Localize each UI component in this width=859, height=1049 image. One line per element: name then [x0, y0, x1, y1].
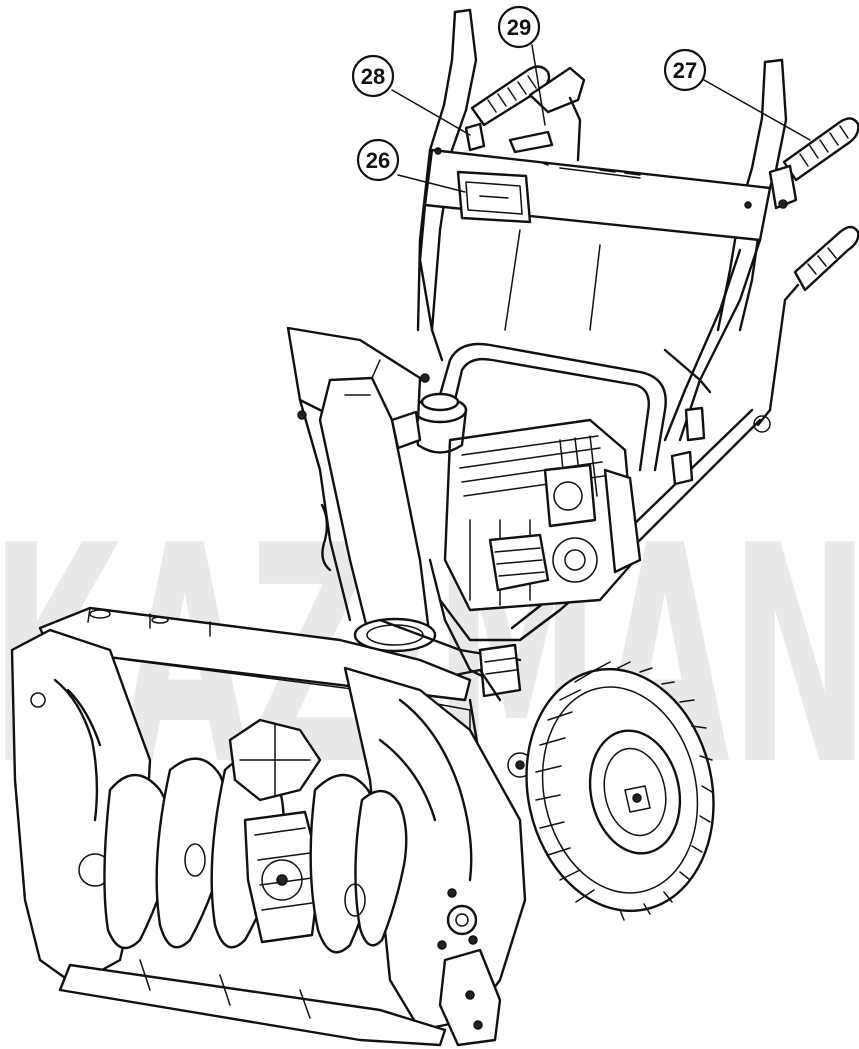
callout-27: 27 [663, 48, 707, 92]
engine [412, 392, 642, 612]
callout-26-label: 26 [366, 148, 390, 173]
callout-group: 26 27 28 29 [351, 5, 811, 193]
auger-housing [10, 606, 527, 1047]
augers [103, 718, 408, 954]
leader-line-27 [703, 79, 811, 141]
leader-line-28 [391, 89, 471, 136]
callout-28-label: 28 [361, 64, 385, 89]
callout-29: 29 [497, 5, 541, 49]
leader-line-26 [397, 174, 466, 193]
callout-26: 26 [356, 138, 400, 182]
callout-28: 28 [351, 54, 395, 98]
callout-29-label: 29 [507, 15, 531, 40]
callout-27-label: 27 [673, 58, 697, 83]
wheel [525, 661, 715, 921]
handle-assembly [416, 8, 859, 642]
leader-line-29 [531, 44, 546, 126]
